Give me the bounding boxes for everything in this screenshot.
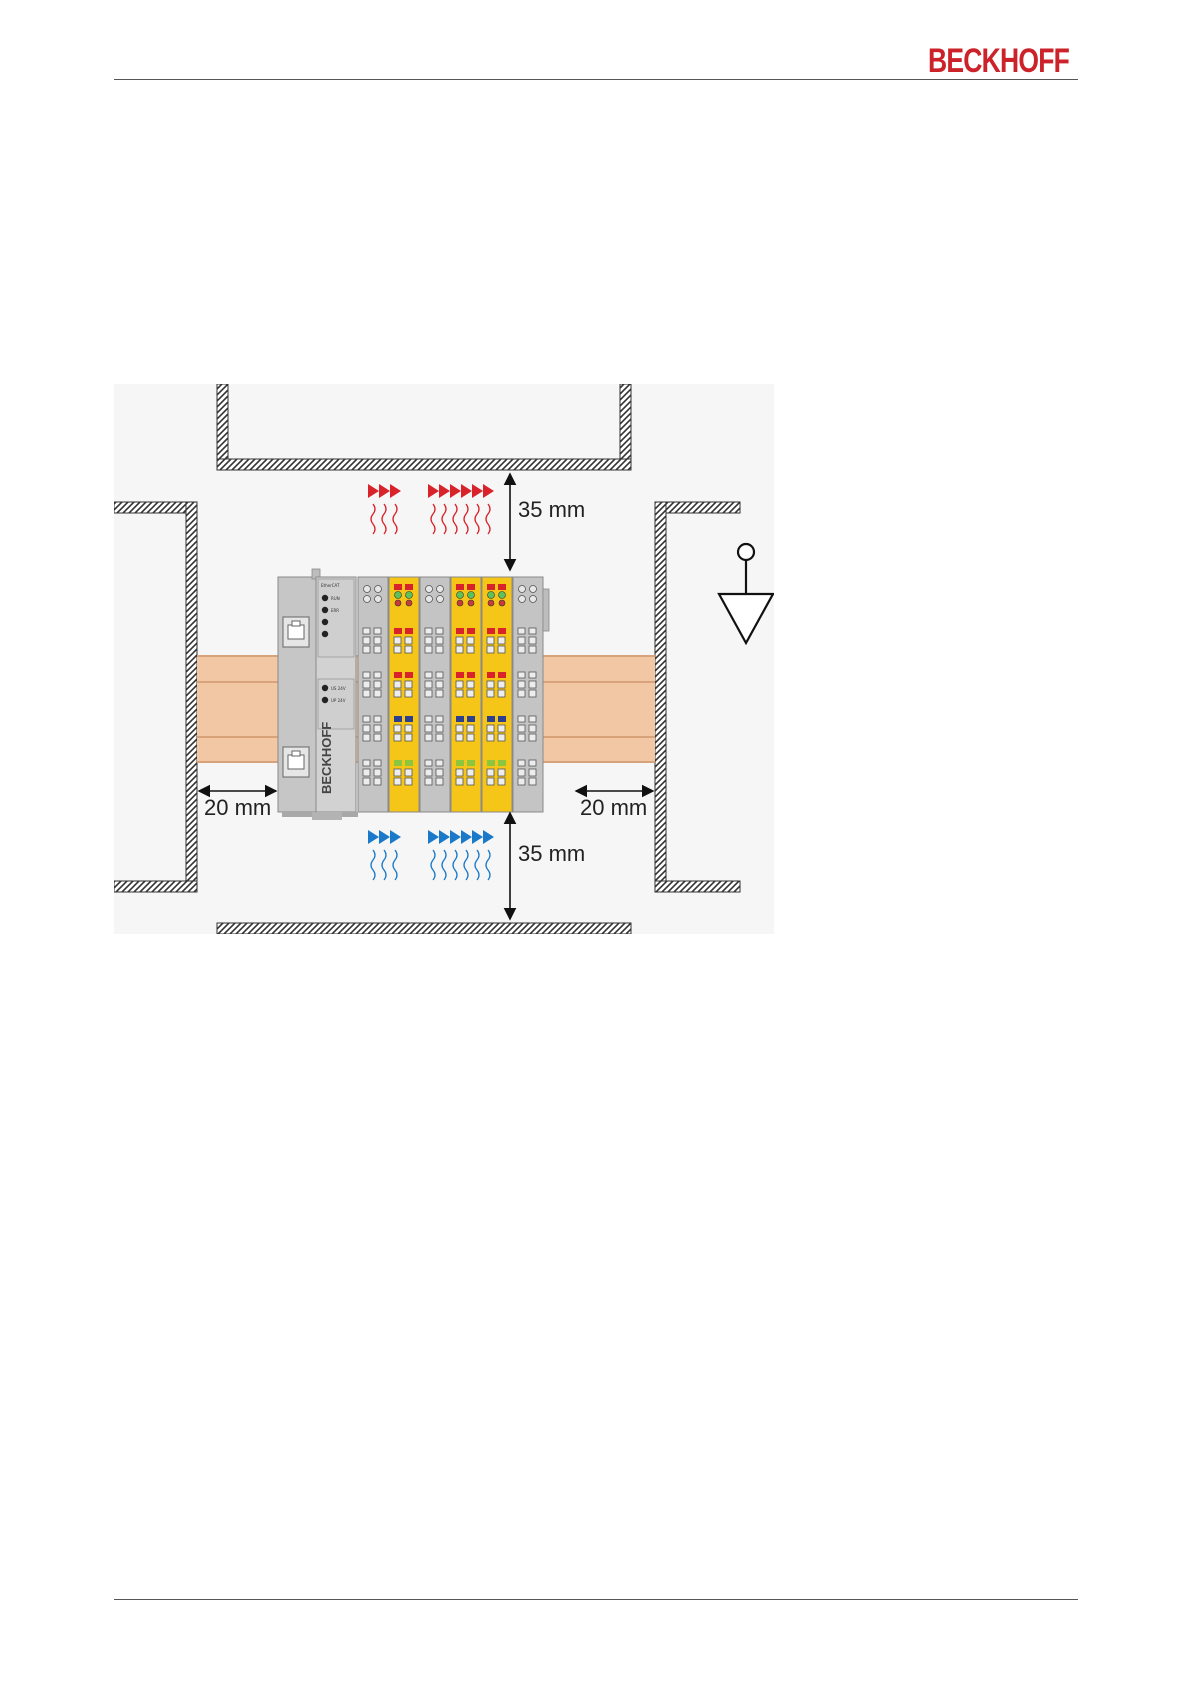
coupler-label: EtherCAT xyxy=(321,583,340,588)
dimension-right-label: 20 mm xyxy=(580,795,647,820)
bottom-wall xyxy=(217,923,631,934)
bus-coupler: EtherCAT RUN ERR US 24V UP 24V BECKHOFF xyxy=(278,569,358,820)
safety-terminal xyxy=(389,577,419,812)
coupler-brand-label: BECKHOFF xyxy=(319,722,334,794)
led-icon xyxy=(322,595,328,601)
dimension-left-label: 20 mm xyxy=(204,795,271,820)
terminal-block xyxy=(358,577,549,812)
header-rule xyxy=(114,79,1078,80)
power-led-label: US 24V xyxy=(331,686,346,691)
led-icon xyxy=(322,685,328,691)
led-icon xyxy=(322,697,328,703)
led-icon xyxy=(322,607,328,613)
led-icon xyxy=(322,619,328,625)
ethernet-port-icon xyxy=(283,747,309,777)
ethernet-port-icon xyxy=(283,617,309,647)
led-label: ERR xyxy=(331,608,339,613)
led-label: RUN xyxy=(331,596,340,601)
safety-terminal xyxy=(451,577,481,812)
clearance-diagram-svg: EtherCAT RUN ERR US 24V UP 24V BECKHOFF xyxy=(114,384,774,934)
mounting-clearance-figure: EtherCAT RUN ERR US 24V UP 24V BECKHOFF xyxy=(114,384,774,934)
io-terminal xyxy=(420,577,450,812)
power-led-label: UP 24V xyxy=(331,698,346,703)
dimension-bottom-label: 35 mm xyxy=(518,841,585,866)
led-icon xyxy=(322,631,328,637)
io-terminal xyxy=(513,577,543,812)
footer-rule xyxy=(114,1599,1078,1600)
safety-terminal xyxy=(482,577,512,812)
dimension-top-label: 35 mm xyxy=(518,497,585,522)
io-terminal xyxy=(358,577,388,812)
end-cap xyxy=(543,589,549,631)
beckhoff-logo: BECKHOFF xyxy=(928,42,1069,81)
